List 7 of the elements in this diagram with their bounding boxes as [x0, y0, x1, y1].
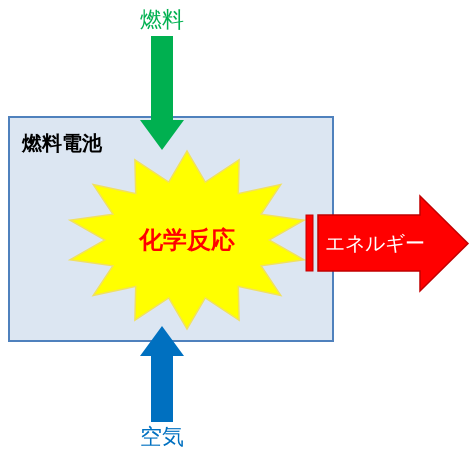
energy-label: エネルギー: [325, 230, 425, 257]
block-arrow: [140, 36, 184, 150]
block-arrow: [140, 326, 184, 422]
box-title: 燃料電池: [22, 130, 102, 157]
label-text: 燃料: [132, 6, 192, 36]
reaction-label: 化学反応: [138, 225, 236, 256]
label-text: 空気: [132, 422, 192, 454]
